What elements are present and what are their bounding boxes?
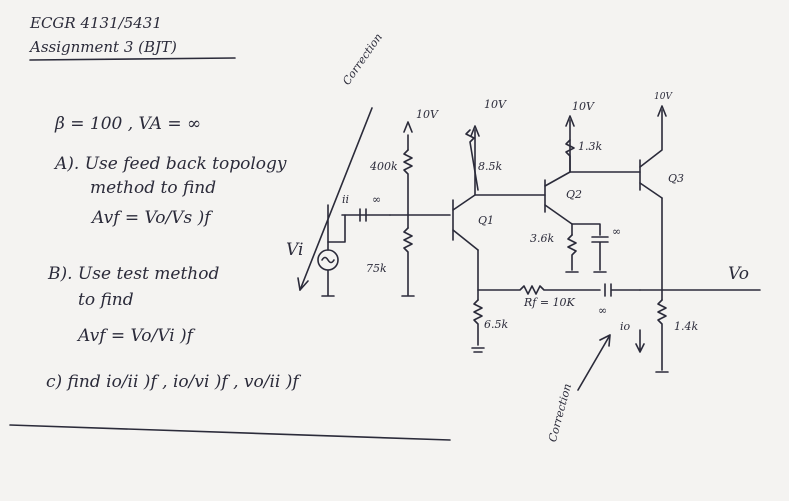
supply-10v-3: 10V — [572, 100, 594, 113]
supply-10v-1: 10V — [416, 108, 438, 121]
r-3-6k — [567, 234, 577, 271]
label-ii: ii — [342, 193, 350, 206]
label-q2: Q2 — [566, 188, 583, 201]
rf-resistor — [477, 285, 601, 295]
supply-10v-2: 10V — [484, 98, 506, 111]
label-q3: Q3 — [668, 172, 685, 185]
r-6-5k — [473, 299, 483, 346]
label-io: io — [620, 320, 631, 333]
question-a-formula: Avf = Vo/Vs )f — [92, 208, 211, 228]
r-400k — [403, 149, 413, 229]
assignment-title: Assignment 3 (BJT) — [30, 38, 177, 56]
r-1-3k — [565, 139, 575, 173]
r-8-5k — [465, 129, 479, 191]
label-cap-inf-1: ∞ — [372, 193, 382, 206]
label-75k: 75k — [366, 262, 387, 275]
label-6-5k: 6.5k — [484, 318, 509, 331]
label-3-6k: 3.6k — [530, 232, 555, 245]
label-vi: Vi — [286, 240, 304, 260]
label-rf: Rf = 10K — [524, 296, 575, 309]
label-1-3k: 1.3k — [578, 140, 603, 153]
r-75k — [403, 227, 413, 296]
bottom-rule — [9, 424, 451, 441]
label-1-4k: 1.4k — [674, 320, 699, 333]
label-cap-inf-2: ∞ — [612, 225, 622, 238]
question-b-formula: Avf = Vo/Vi )f — [78, 326, 193, 346]
correction-arrow-top — [299, 107, 373, 291]
question-b-line2: to find — [78, 290, 134, 310]
question-c-text: c) find io/ii )f , io/vi )f , vo/ii )f — [46, 372, 299, 392]
question-b-line1: B). Use test method — [48, 264, 220, 284]
label-8-5k: 8.5k — [478, 160, 503, 173]
label-cap-inf-3: ∞ — [598, 304, 608, 317]
beta-va-params: β = 100 , VA = ∞ — [55, 114, 202, 134]
source-ground — [321, 269, 335, 297]
r-1-4k — [657, 299, 667, 371]
label-q1: Q1 — [478, 214, 495, 227]
question-a-line2: method to find — [90, 178, 217, 198]
supply-10v-4: 10V — [654, 92, 672, 102]
header-underline — [29, 57, 236, 61]
label-400k: 400k — [370, 160, 398, 173]
course-code: ECGR 4131/5431 — [30, 14, 162, 32]
question-a-line1: A). Use feed back topology — [55, 154, 287, 174]
label-vo: Vo — [728, 264, 749, 284]
correction-arrow-bottom — [577, 334, 611, 391]
